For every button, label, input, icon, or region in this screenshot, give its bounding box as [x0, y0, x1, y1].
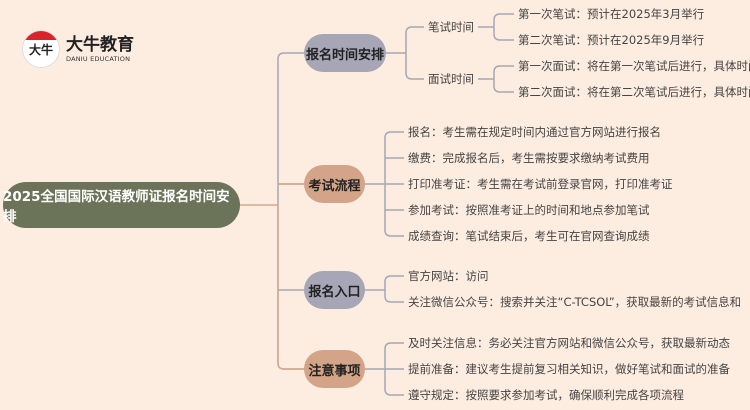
branch-registration-portal[interactable]: 报名入口 [304, 271, 365, 309]
leaf-item[interactable]: 报名：考生需在规定时间内通过官方网站进行报名 [408, 125, 661, 139]
logo-mark: 大牛 [22, 30, 60, 68]
leaf-item[interactable]: 官方网站：访问 [408, 269, 489, 283]
leaf-item[interactable]: 第一次笔试：预计在2025年3月举行 [518, 7, 705, 21]
sub-written-exam-time[interactable]: 笔试时间 [428, 20, 474, 34]
root-node[interactable]: 2025全国国际汉语教师证报名时间安排 [3, 182, 240, 228]
logo-subtitle: DANIU EDUCATION [66, 54, 131, 63]
sub-interview-time[interactable]: 面试时间 [428, 72, 474, 86]
branch-registration-schedule[interactable]: 报名时间安排 [304, 34, 386, 72]
branch-notes[interactable]: 注意事项 [304, 350, 365, 388]
leaf-item[interactable]: 及时关注信息：务必关注官方网站和微信公众号，获取最新动态 [408, 336, 730, 350]
leaf-item[interactable]: 第二次面试：将在第二次笔试后进行，具体时间待定 [518, 85, 750, 99]
leaf-item[interactable]: 遵守规定：按照要求参加考试，确保顺利完成各项流程 [408, 388, 684, 402]
leaf-item[interactable]: 提前准备：建议考生提前复习相关知识，做好笔试和面试的准备 [408, 362, 730, 376]
leaf-item[interactable]: 第二次笔试：预计在2025年9月举行 [518, 33, 705, 47]
leaf-item[interactable]: 缴费：完成报名后，考生需按要求缴纳考试费用 [408, 151, 650, 165]
leaf-item[interactable]: 关注微信公众号：搜索并关注“C-TCSOL”，获取最新的考试信息和 [408, 295, 742, 309]
logo: 大牛 大牛教育 DANIU EDUCATION [22, 30, 134, 68]
leaf-item[interactable]: 参加考试：按照准考证上的时间和地点参加笔试 [408, 203, 650, 217]
leaf-item[interactable]: 第一次面试：将在第一次笔试后进行，具体时间待定 [518, 59, 750, 73]
leaf-item[interactable]: 成绩查询：笔试结束后，考生可在官网查询成绩 [408, 229, 650, 243]
logo-name: 大牛教育 [66, 34, 134, 55]
branch-exam-process[interactable]: 考试流程 [304, 165, 365, 203]
leaf-item[interactable]: 打印准考证：考生需在考试前登录官网，打印准考证 [408, 177, 673, 191]
